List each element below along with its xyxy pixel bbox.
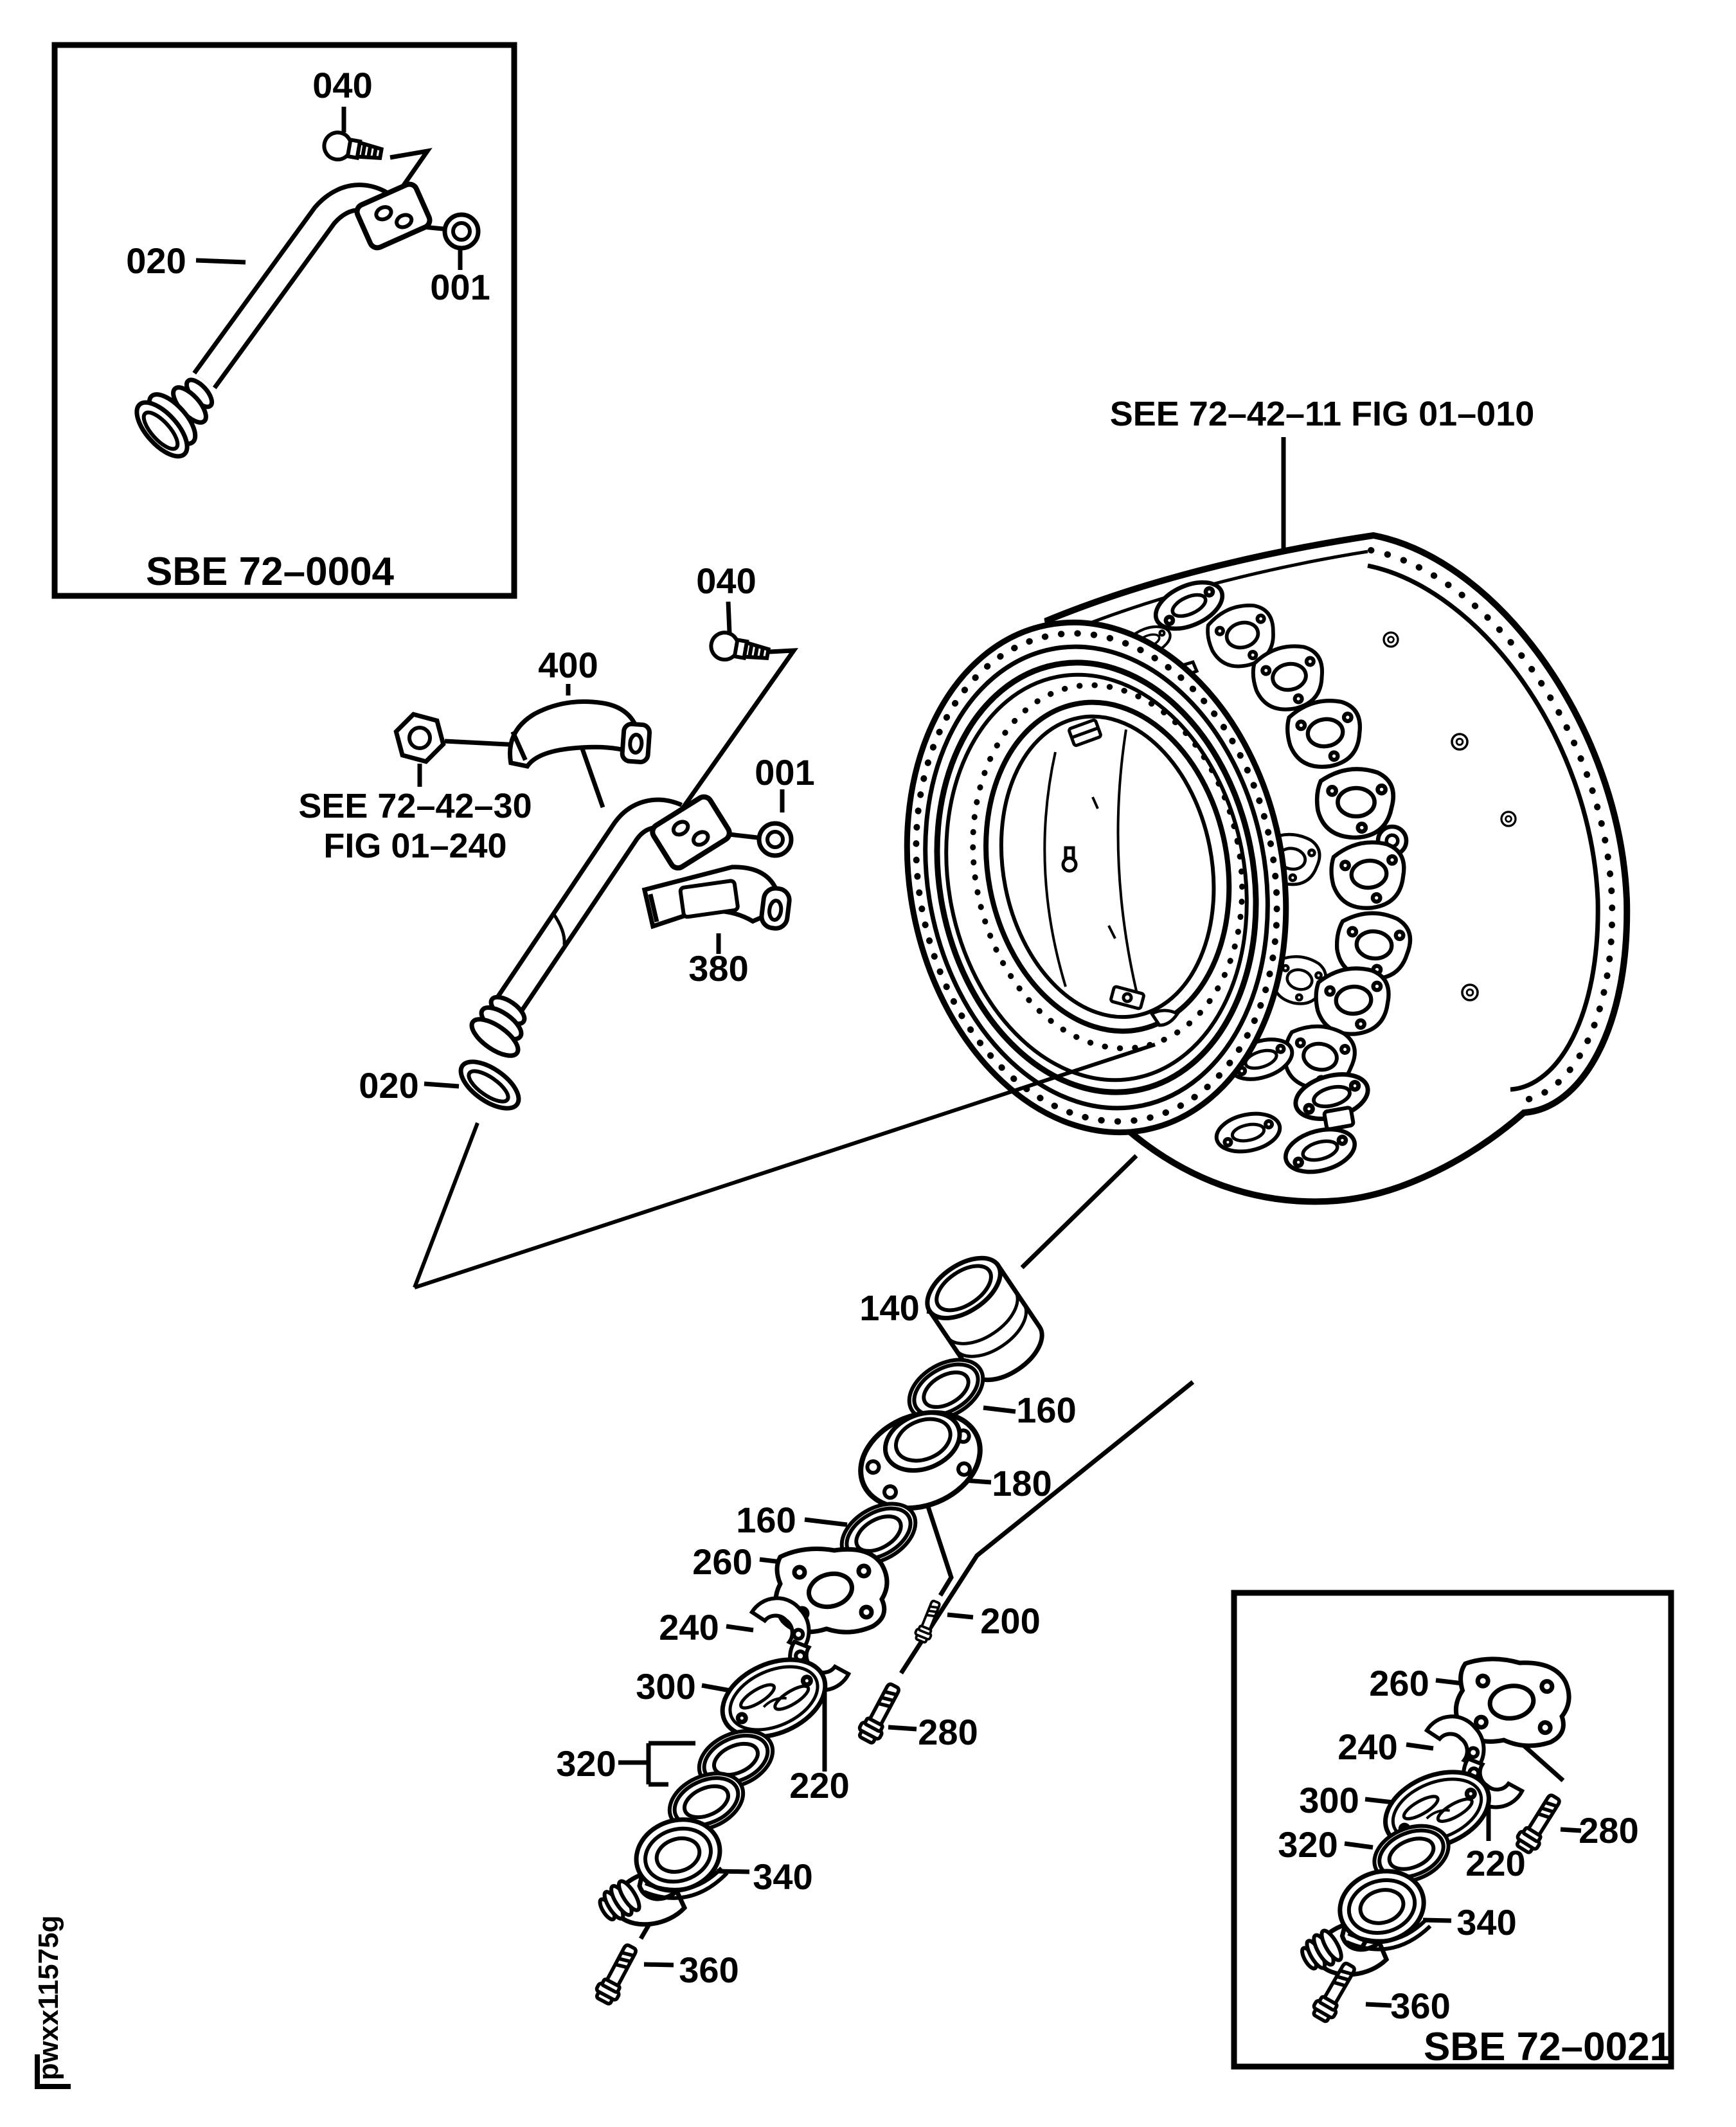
rear-rim-band bbox=[1367, 547, 1616, 1104]
part-001-washer-main-hole bbox=[765, 830, 785, 849]
tube-bell-mouth bbox=[134, 377, 215, 459]
part-001-washer-hole bbox=[451, 221, 472, 242]
callout-260: 260 bbox=[692, 1541, 752, 1582]
turbine-case-assembly bbox=[904, 437, 1631, 1205]
interior-clip bbox=[1061, 846, 1078, 873]
callout-160-upper: 160 bbox=[1016, 1390, 1076, 1430]
part-380-bracket bbox=[641, 865, 792, 931]
part-040-screw bbox=[322, 130, 383, 167]
part-360-bolt bbox=[593, 1942, 641, 2007]
front-rim-rivet-dots-inner bbox=[970, 682, 1246, 1052]
part-280-bolt bbox=[855, 1681, 904, 1746]
callout-280: 280 bbox=[918, 1712, 978, 1752]
inset2-code: SBE 72–0021 bbox=[1424, 2025, 1672, 2069]
drain-pipe-cluster-main: 040 400 SEE 72–42–30 FIG 01–240 bbox=[298, 561, 1156, 1289]
callout-340: 340 bbox=[753, 1856, 812, 1897]
callout-360: 360 bbox=[679, 1950, 738, 1990]
part-nut bbox=[393, 712, 446, 764]
watermark-text: pwxx11575g bbox=[33, 1916, 64, 2081]
case-interior-details bbox=[1043, 718, 1180, 1027]
callout-340-inset2: 340 bbox=[1456, 1902, 1516, 1943]
part-200-bolt bbox=[912, 1597, 945, 1646]
inset-sbe-72-0004: 040 020 001 SBE 72–0004 bbox=[51, 42, 517, 599]
clamp-reference-line2: FIG 01–240 bbox=[323, 827, 506, 865]
callout-040-inset1: 040 bbox=[312, 65, 372, 105]
leader-lines-inset1 bbox=[195, 107, 463, 270]
part-040-screw-main bbox=[709, 631, 770, 667]
callout-180: 180 bbox=[992, 1463, 1051, 1503]
callout-260-inset2: 260 bbox=[1369, 1663, 1429, 1703]
port-boss bbox=[1451, 733, 1469, 751]
clamp-reference-line1: SEE 72–42–30 bbox=[298, 787, 532, 825]
port-boss bbox=[1500, 811, 1517, 827]
part-020-drain-tube-main bbox=[458, 794, 732, 1111]
corner-mark bbox=[35, 2054, 71, 2089]
inset1-code: SBE 72–0004 bbox=[146, 550, 395, 594]
tube-flange-main bbox=[650, 794, 732, 871]
callout-140: 140 bbox=[859, 1288, 919, 1328]
callout-280-inset2: 280 bbox=[1579, 1810, 1638, 1851]
callout-400: 400 bbox=[538, 645, 598, 685]
callout-001-main: 001 bbox=[755, 752, 814, 793]
drawing-watermark: pwxx11575g bbox=[33, 1916, 71, 2089]
callout-240: 240 bbox=[659, 1607, 719, 1647]
callout-320-inset2: 320 bbox=[1278, 1824, 1338, 1865]
part-180-hub bbox=[858, 1410, 983, 1511]
part-020-drain-tube bbox=[134, 181, 433, 459]
callout-220-inset2: 220 bbox=[1465, 1843, 1525, 1883]
port-boss bbox=[1461, 983, 1479, 1001]
location-pointer-lines bbox=[413, 1043, 1156, 1289]
callout-001-inset1: 001 bbox=[430, 267, 490, 307]
port-flange-tab bbox=[1322, 1106, 1356, 1131]
callout-300-inset2: 300 bbox=[1299, 1780, 1359, 1820]
interior-clip bbox=[1149, 1009, 1180, 1027]
port-flange bbox=[1317, 769, 1393, 838]
callout-380: 380 bbox=[688, 948, 748, 989]
callout-300: 300 bbox=[636, 1666, 695, 1707]
front-rim-rivet-dots-outer bbox=[913, 630, 1280, 1125]
callout-020-main: 020 bbox=[359, 1065, 418, 1106]
part-280-bolt-inset2 bbox=[1514, 1791, 1565, 1855]
tube-bell-mouth-main bbox=[458, 994, 527, 1111]
callout-160-lower: 160 bbox=[736, 1500, 796, 1540]
part-400-clamp bbox=[508, 699, 652, 769]
main-figure-reference: SEE 72–42–11 FIG 01–010 bbox=[1110, 395, 1535, 433]
interior-clip bbox=[1068, 718, 1102, 748]
coupling-parts-chain: 140 160 180 160 200 260 240 220 300 320 … bbox=[556, 1154, 1195, 2007]
callout-240-inset2: 240 bbox=[1338, 1727, 1397, 1767]
callout-020-inset1: 020 bbox=[126, 240, 186, 281]
callout-040-main: 040 bbox=[696, 561, 756, 601]
inset-box-top-left bbox=[51, 42, 517, 599]
tube-flange bbox=[354, 181, 433, 251]
callout-200: 200 bbox=[980, 1601, 1040, 1641]
inset-box-bottom-right bbox=[1231, 1590, 1674, 2070]
callout-320: 320 bbox=[556, 1743, 616, 1784]
part-140-sleeve bbox=[925, 1255, 1044, 1383]
drum-top-inner-line bbox=[1056, 550, 1368, 638]
port-boss bbox=[1383, 631, 1399, 648]
interior-clip bbox=[1109, 985, 1145, 1010]
inset-sbe-72-0021: 260 240 300 320 220 280 340 360 SBE 72–0… bbox=[1231, 1590, 1674, 2070]
callout-360-inset2: 360 bbox=[1390, 1986, 1450, 2026]
rear-rim-rivet-dots bbox=[1368, 547, 1616, 1104]
callout-220: 220 bbox=[789, 1765, 849, 1806]
leader-lines-cluster bbox=[417, 601, 799, 1089]
